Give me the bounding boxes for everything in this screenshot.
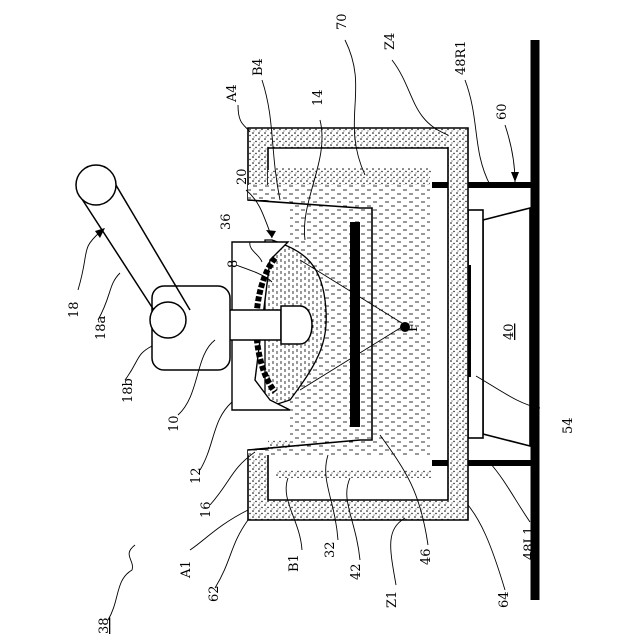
label-a1: A1 <box>179 560 194 579</box>
label-z4: Z4 <box>383 33 398 50</box>
label-10: 10 <box>167 415 182 432</box>
label-b1: B1 <box>287 554 302 572</box>
plate-32 <box>350 222 360 427</box>
label-40: 40 <box>502 323 517 340</box>
label-16: 16 <box>199 501 214 518</box>
label-z1: Z1 <box>385 591 400 608</box>
label-62: 62 <box>207 585 222 602</box>
label-18: 18 <box>67 301 82 318</box>
label-a4: A4 <box>225 84 240 103</box>
label-f: F <box>406 323 421 332</box>
label-64: 64 <box>497 591 512 608</box>
label-8: 8 <box>226 260 241 268</box>
label-18a: 18a <box>94 315 109 340</box>
label-b4: B4 <box>251 58 266 76</box>
label-48r1: 48R1 <box>454 40 469 75</box>
support-40 <box>466 208 530 446</box>
label-46: 46 <box>419 548 434 565</box>
label-48l1: 48L1 <box>522 527 537 560</box>
label-32: 32 <box>323 541 338 558</box>
label-14: 14 <box>311 89 326 106</box>
label-18b: 18b <box>121 378 136 403</box>
label-12: 12 <box>189 467 204 484</box>
label-54: 54 <box>561 417 576 434</box>
label-60: 60 <box>495 103 510 120</box>
label-20: 20 <box>235 168 250 185</box>
label-42: 42 <box>349 563 364 580</box>
label-70: 70 <box>335 13 350 30</box>
label-36: 36 <box>219 213 234 230</box>
label-38: 38 <box>97 617 112 634</box>
